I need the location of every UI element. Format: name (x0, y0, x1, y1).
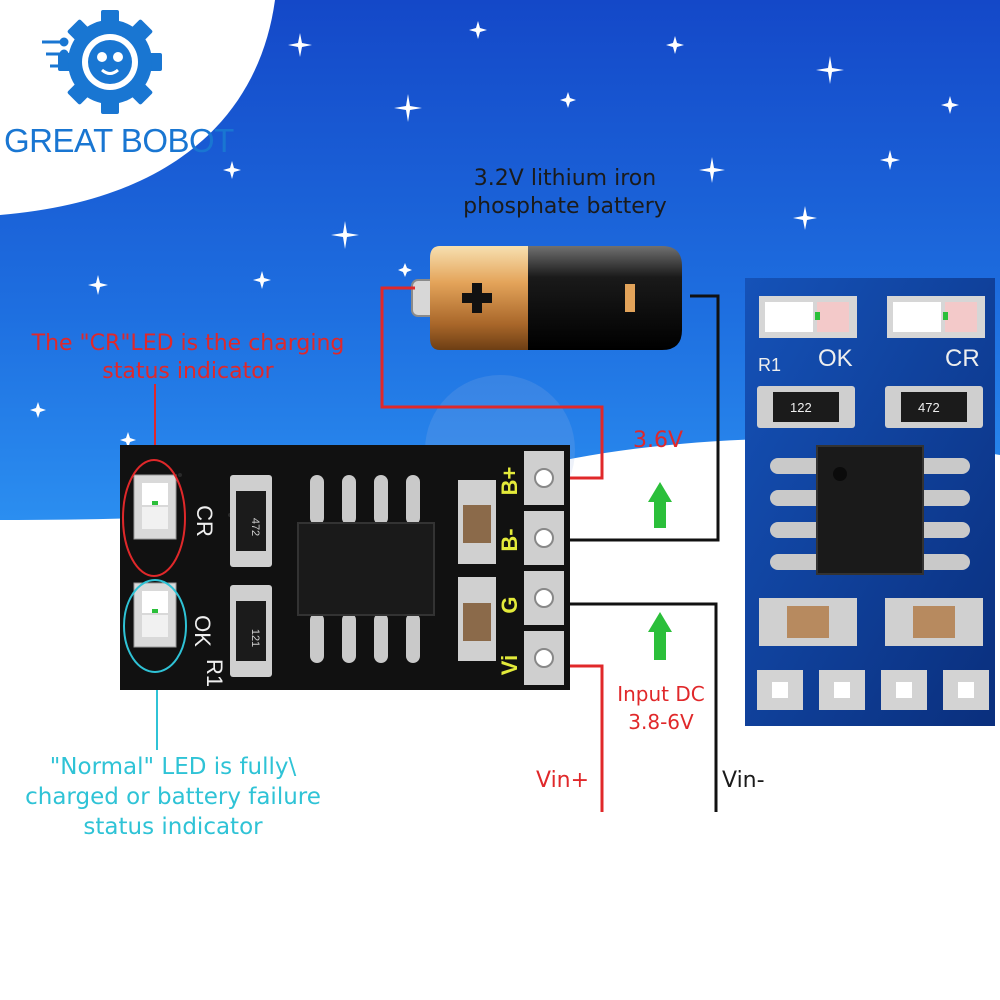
battery-icon (411, 246, 682, 350)
vin-minus-label: Vin- (722, 768, 765, 793)
blue-board-silk-cr: CR (945, 345, 980, 372)
blue-pcb-board (745, 278, 995, 726)
battery-caption: 3.2V lithium iron phosphate battery (463, 166, 667, 219)
blue-board-silk-r1: R1 (758, 355, 782, 375)
normal-led-note: "Normal" LED is fully\ charged or batter… (25, 754, 321, 840)
green-arrows (648, 482, 672, 660)
blue-board-res1: 122 (790, 400, 812, 415)
black-wires (552, 294, 720, 812)
brand-logo-icon (42, 10, 162, 114)
brand-name: GREAT BOBOT (4, 122, 234, 159)
black-pcb-board (120, 445, 570, 690)
cr-led-note: The "CR"LED is the charging status indic… (31, 331, 345, 384)
blue-board-res2: 472 (918, 400, 940, 415)
cr-led-highlight (122, 459, 186, 577)
ok-led-highlight (123, 579, 187, 673)
blue-board-silk-ok: OK (818, 345, 853, 372)
input-dc-label: Input DC 3.8-6V (617, 682, 705, 734)
battery-voltage-label: 3.6V (633, 428, 684, 453)
vin-plus-label: Vin+ (536, 768, 590, 793)
